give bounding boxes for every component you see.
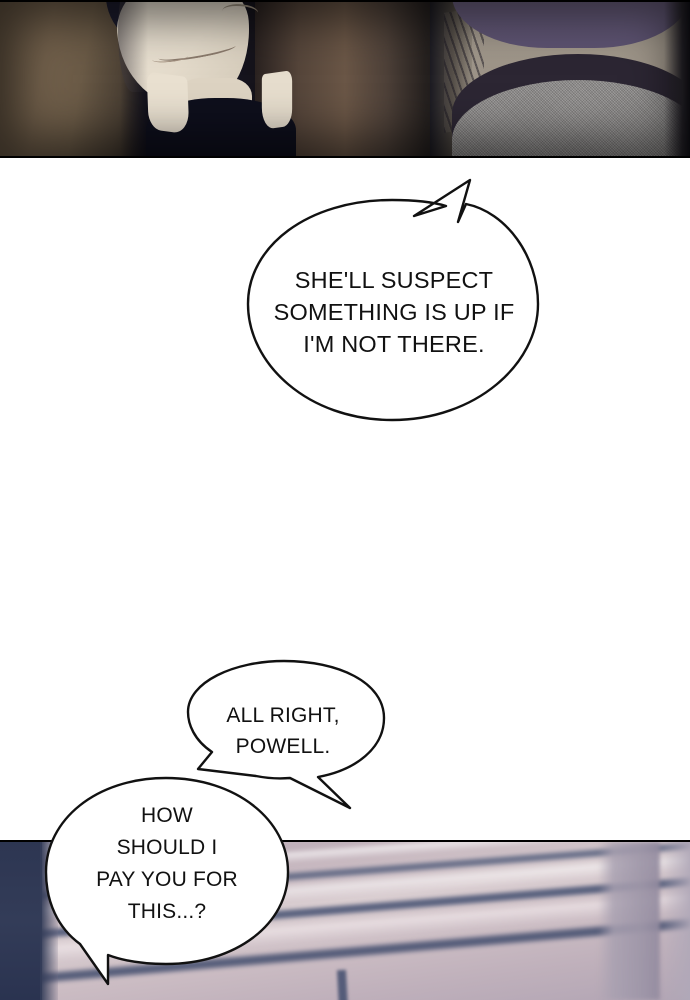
top-panel-artwork [0, 2, 690, 156]
character-left-face-shadow [118, 2, 148, 92]
interior-navy-column [0, 842, 42, 1000]
speech-bubble-1-shape [246, 178, 540, 422]
panel-top [0, 0, 690, 158]
character-left-collar-right [261, 70, 293, 130]
bottom-panel-right-edge [660, 842, 690, 1000]
interior-pillar [598, 842, 660, 1000]
speech-bubble-2-shape [186, 659, 386, 810]
background-right-edge-shadow [664, 2, 690, 156]
speech-bubble-shell-suspect: SHE'LL SUSPECT SOMETHING IS UP IF I'M NO… [238, 178, 550, 442]
speech-bubble-how-should-i-pay: HOW SHOULD I PAY YOU FOR THIS...? [36, 772, 298, 992]
character-left-collar-left [146, 71, 190, 135]
speech-bubble-3-shape [44, 776, 290, 986]
